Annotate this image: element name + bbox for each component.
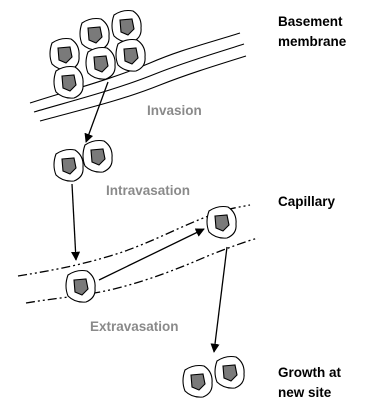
extravasation-label: Extravasation xyxy=(90,319,179,334)
tumor-cell xyxy=(183,366,212,398)
circulation-arrow xyxy=(99,229,204,280)
tumor-cell xyxy=(112,11,141,43)
tumor-cell xyxy=(86,48,115,80)
intravasation-arrow xyxy=(72,184,76,260)
extravasation-arrow xyxy=(214,247,227,352)
basement-membrane-label-line1: Basement xyxy=(278,14,343,29)
intravasation-label: Intravasation xyxy=(106,183,190,198)
invasion-arrow xyxy=(86,82,108,142)
primary-tumor-cluster xyxy=(50,11,145,99)
invasion-label: Invasion xyxy=(147,103,202,118)
growth-label-line2: new site xyxy=(278,385,332,400)
basement-membrane-label-line2: membrane xyxy=(278,34,347,49)
growth-label-line1: Growth at xyxy=(278,365,342,380)
tumor-cell xyxy=(80,19,109,51)
tumor-cell xyxy=(54,150,83,182)
tumor-cell xyxy=(54,67,83,99)
tumor-cell xyxy=(116,40,145,72)
new-site-cells xyxy=(183,357,244,398)
circulating-cell xyxy=(66,271,95,303)
tumor-cell xyxy=(83,141,112,173)
tumor-cell xyxy=(50,39,79,71)
invading-cells xyxy=(54,141,112,182)
exiting-cell xyxy=(207,207,236,239)
capillary-label: Capillary xyxy=(278,194,336,209)
tumor-cell xyxy=(215,357,244,389)
